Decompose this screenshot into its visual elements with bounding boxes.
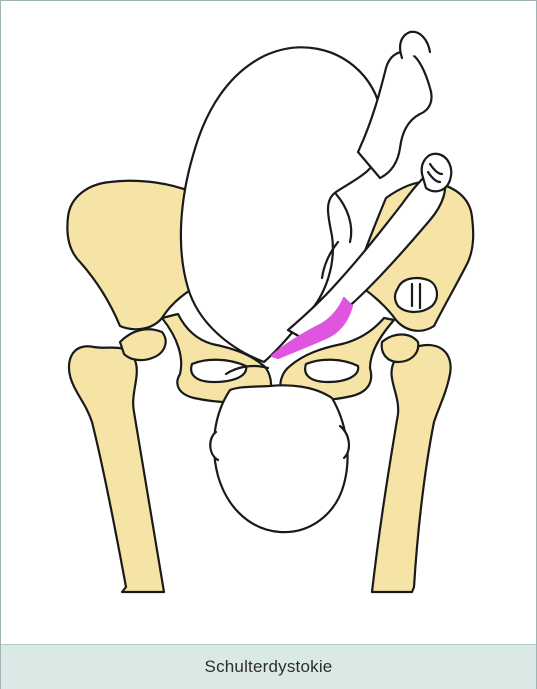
baby-foot xyxy=(400,32,430,58)
femur-right-neck xyxy=(382,335,419,363)
femur-left xyxy=(69,346,164,592)
figure-caption-bar: Schulterdystokie xyxy=(1,644,536,689)
baby-fold-1 xyxy=(336,194,351,242)
baby-body xyxy=(181,47,383,362)
shoulder-dystocia-illustration xyxy=(2,2,535,645)
obturator-right xyxy=(305,360,358,382)
figure-caption: Schulterdystokie xyxy=(205,657,333,677)
baby-head xyxy=(214,385,348,532)
femur-left-neck xyxy=(120,329,166,360)
baby-hand-lower xyxy=(395,278,437,312)
femur-right xyxy=(372,345,451,592)
obturator-left xyxy=(191,360,246,382)
